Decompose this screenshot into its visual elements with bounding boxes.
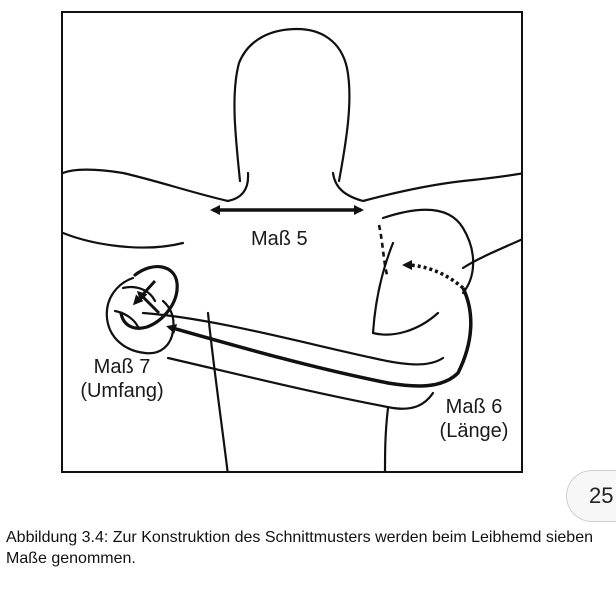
mass7-label: Maß 7 (Umfang) [63, 355, 181, 403]
mass5-label: Maß 5 [251, 227, 308, 251]
head-outline [234, 29, 349, 181]
mass6-dotted-arrow [405, 265, 463, 288]
mass6-label-line2: (Länge) [429, 419, 519, 443]
page-number: 25 [589, 483, 613, 509]
mass6-label: Maß 6 (Länge) [429, 395, 519, 443]
page-number-tab: 25 [566, 470, 616, 522]
mass7-label-line2: (Umfang) [63, 379, 181, 403]
mass7-label-line1: Maß 7 [63, 355, 181, 379]
measurement-figure: Maß 5 Maß 7 (Umfang) Maß 6 (Länge) [61, 11, 523, 473]
figure-caption: Abbildung 3.4: Zur Konstruktion des Schn… [6, 527, 606, 569]
mass6-label-line1: Maß 6 [429, 395, 519, 419]
